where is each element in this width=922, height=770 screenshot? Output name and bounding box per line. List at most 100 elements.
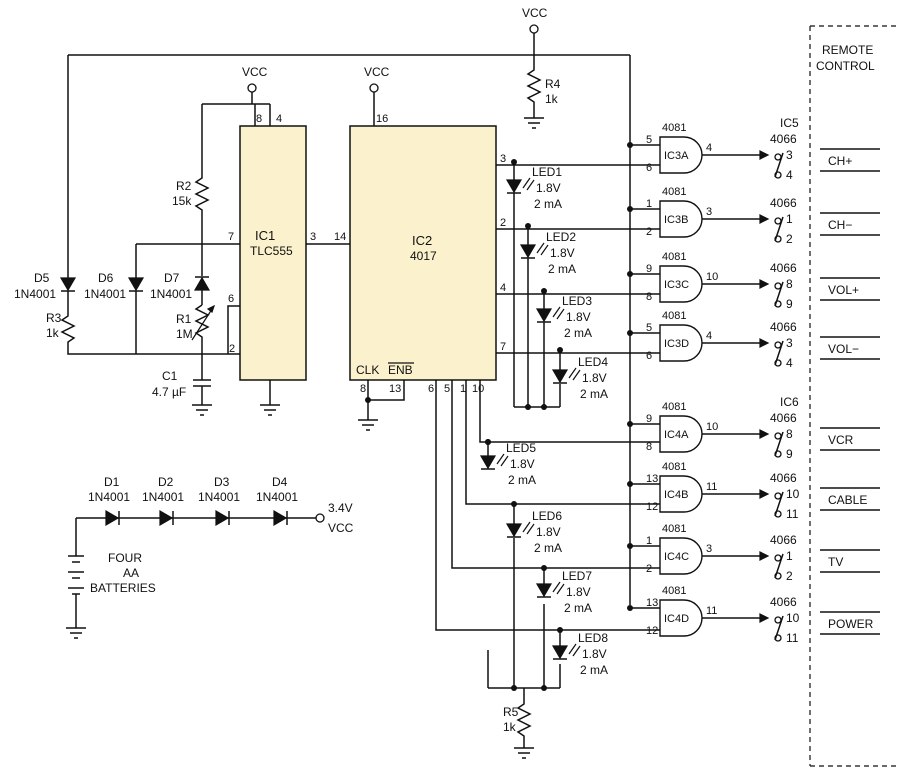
ic1-part: TLC555 xyxy=(250,244,293,258)
led-voltage: 1.8V xyxy=(582,371,607,385)
gate-pin-a: 5 xyxy=(646,322,652,334)
switch-pin-b: 2 xyxy=(786,232,793,246)
gate-pin-a: 9 xyxy=(646,263,652,275)
vcc-batt-label: VCC xyxy=(328,521,354,535)
r4-value: 1k xyxy=(545,92,559,106)
gate-pin-out: 4 xyxy=(706,330,712,342)
ic2-pin14: 14 xyxy=(334,231,346,243)
switch-pin-a: 10 xyxy=(786,611,800,625)
switch-pin-b: 9 xyxy=(786,297,793,311)
switches: IC5406634CH+406612CH−406689VOL+406634VOL… xyxy=(770,116,880,645)
r5-label: R5 xyxy=(503,705,519,719)
d5-label: D5 xyxy=(34,271,50,285)
gate-part: 4081 xyxy=(662,523,686,535)
gate-pin-out: 4 xyxy=(706,142,712,154)
switch-part: 4066 xyxy=(770,471,797,485)
vcc-ic2-label: VCC xyxy=(364,65,390,79)
switch-part: 4066 xyxy=(770,261,797,275)
gate-part: 4081 xyxy=(662,186,686,198)
led-name: LED5 xyxy=(506,441,536,455)
ic2-pin1: 1 xyxy=(460,383,466,395)
gate-name: IC3D xyxy=(664,338,689,350)
ic1-timer: IC1 TLC555 8 4 7 6 2 3 VCC xyxy=(202,65,316,416)
diode-label: D4 xyxy=(272,475,288,489)
led-current: 2 mA xyxy=(534,541,562,555)
gate-part: 4081 xyxy=(662,461,686,473)
led-name: LED3 xyxy=(562,294,592,308)
gate-pin-out: 11 xyxy=(706,605,717,617)
led-name: LED6 xyxy=(532,509,562,523)
gate-pin-out: 11 xyxy=(706,481,717,493)
r2-value: 15k xyxy=(172,194,192,208)
switch-pin-b: 2 xyxy=(786,569,793,583)
switch-pin-a: 3 xyxy=(786,336,793,350)
switch-pin-b: 9 xyxy=(786,447,793,461)
timing-network: R2 15k D7 1N4001 R1 1M C1 4.7 µF xyxy=(136,104,240,416)
ic2-name: IC2 xyxy=(412,233,432,248)
ic2-pin6: 6 xyxy=(428,383,434,395)
ic2-pin16: 16 xyxy=(376,113,388,125)
led-current: 2 mA xyxy=(564,326,592,340)
d6-label: D6 xyxy=(98,271,114,285)
ic1-pin4: 4 xyxy=(276,113,282,125)
d7-part: 1N4001 xyxy=(150,287,192,301)
led-current: 2 mA xyxy=(508,473,536,487)
led-current: 2 mA xyxy=(580,663,608,677)
gate-pin-a: 1 xyxy=(646,198,652,210)
switch-button-label: VCR xyxy=(828,433,854,447)
switch-button-label: CH− xyxy=(828,218,852,232)
gate-part: 4081 xyxy=(662,251,686,263)
ic1-name: IC1 xyxy=(255,228,275,243)
d5-part: 1N4001 xyxy=(14,287,56,301)
remote-control-box: REMOTE CONTROL xyxy=(809,25,900,767)
diode-label: D2 xyxy=(158,475,174,489)
c1-value: 4.7 µF xyxy=(152,385,186,399)
switch-button-label: CABLE xyxy=(828,493,867,507)
ic2-pin5: 5 xyxy=(444,383,450,395)
gate-pin-out: 10 xyxy=(706,421,718,433)
vcc-top-label: VCC xyxy=(522,6,548,20)
remote-line2: CONTROL xyxy=(816,59,875,73)
r3-label: R3 xyxy=(46,311,62,325)
batt-voltage: 3.4V xyxy=(328,501,353,515)
ic2-pin3: 3 xyxy=(500,153,506,165)
ic1-pin3: 3 xyxy=(310,231,316,243)
remote-line1: REMOTE xyxy=(822,43,873,57)
switch-button-label: POWER xyxy=(828,617,874,631)
gate-part: 4081 xyxy=(662,122,686,134)
switch-part: 4066 xyxy=(770,196,797,210)
ic2-counter: IC2 4017 14 16 VCC CLK ENB 8 13 6 5 1 10… xyxy=(306,65,506,431)
switch-button-label: VOL− xyxy=(828,342,859,356)
r1-value: 1M xyxy=(176,327,193,341)
switch-pin-a: 1 xyxy=(786,549,793,563)
led-voltage: 1.8V xyxy=(582,647,607,661)
r4-label: R4 xyxy=(545,77,561,91)
switch-pin-b: 11 xyxy=(786,507,799,521)
ic2-pin4: 4 xyxy=(500,282,506,294)
led-voltage: 1.8V xyxy=(536,181,561,195)
diode-part: 1N4001 xyxy=(198,490,240,504)
gate-pin-b: 2 xyxy=(646,226,652,238)
diode-part: 1N4001 xyxy=(88,490,130,504)
switch-part: 4066 xyxy=(770,595,797,609)
led-current: 2 mA xyxy=(564,601,592,615)
